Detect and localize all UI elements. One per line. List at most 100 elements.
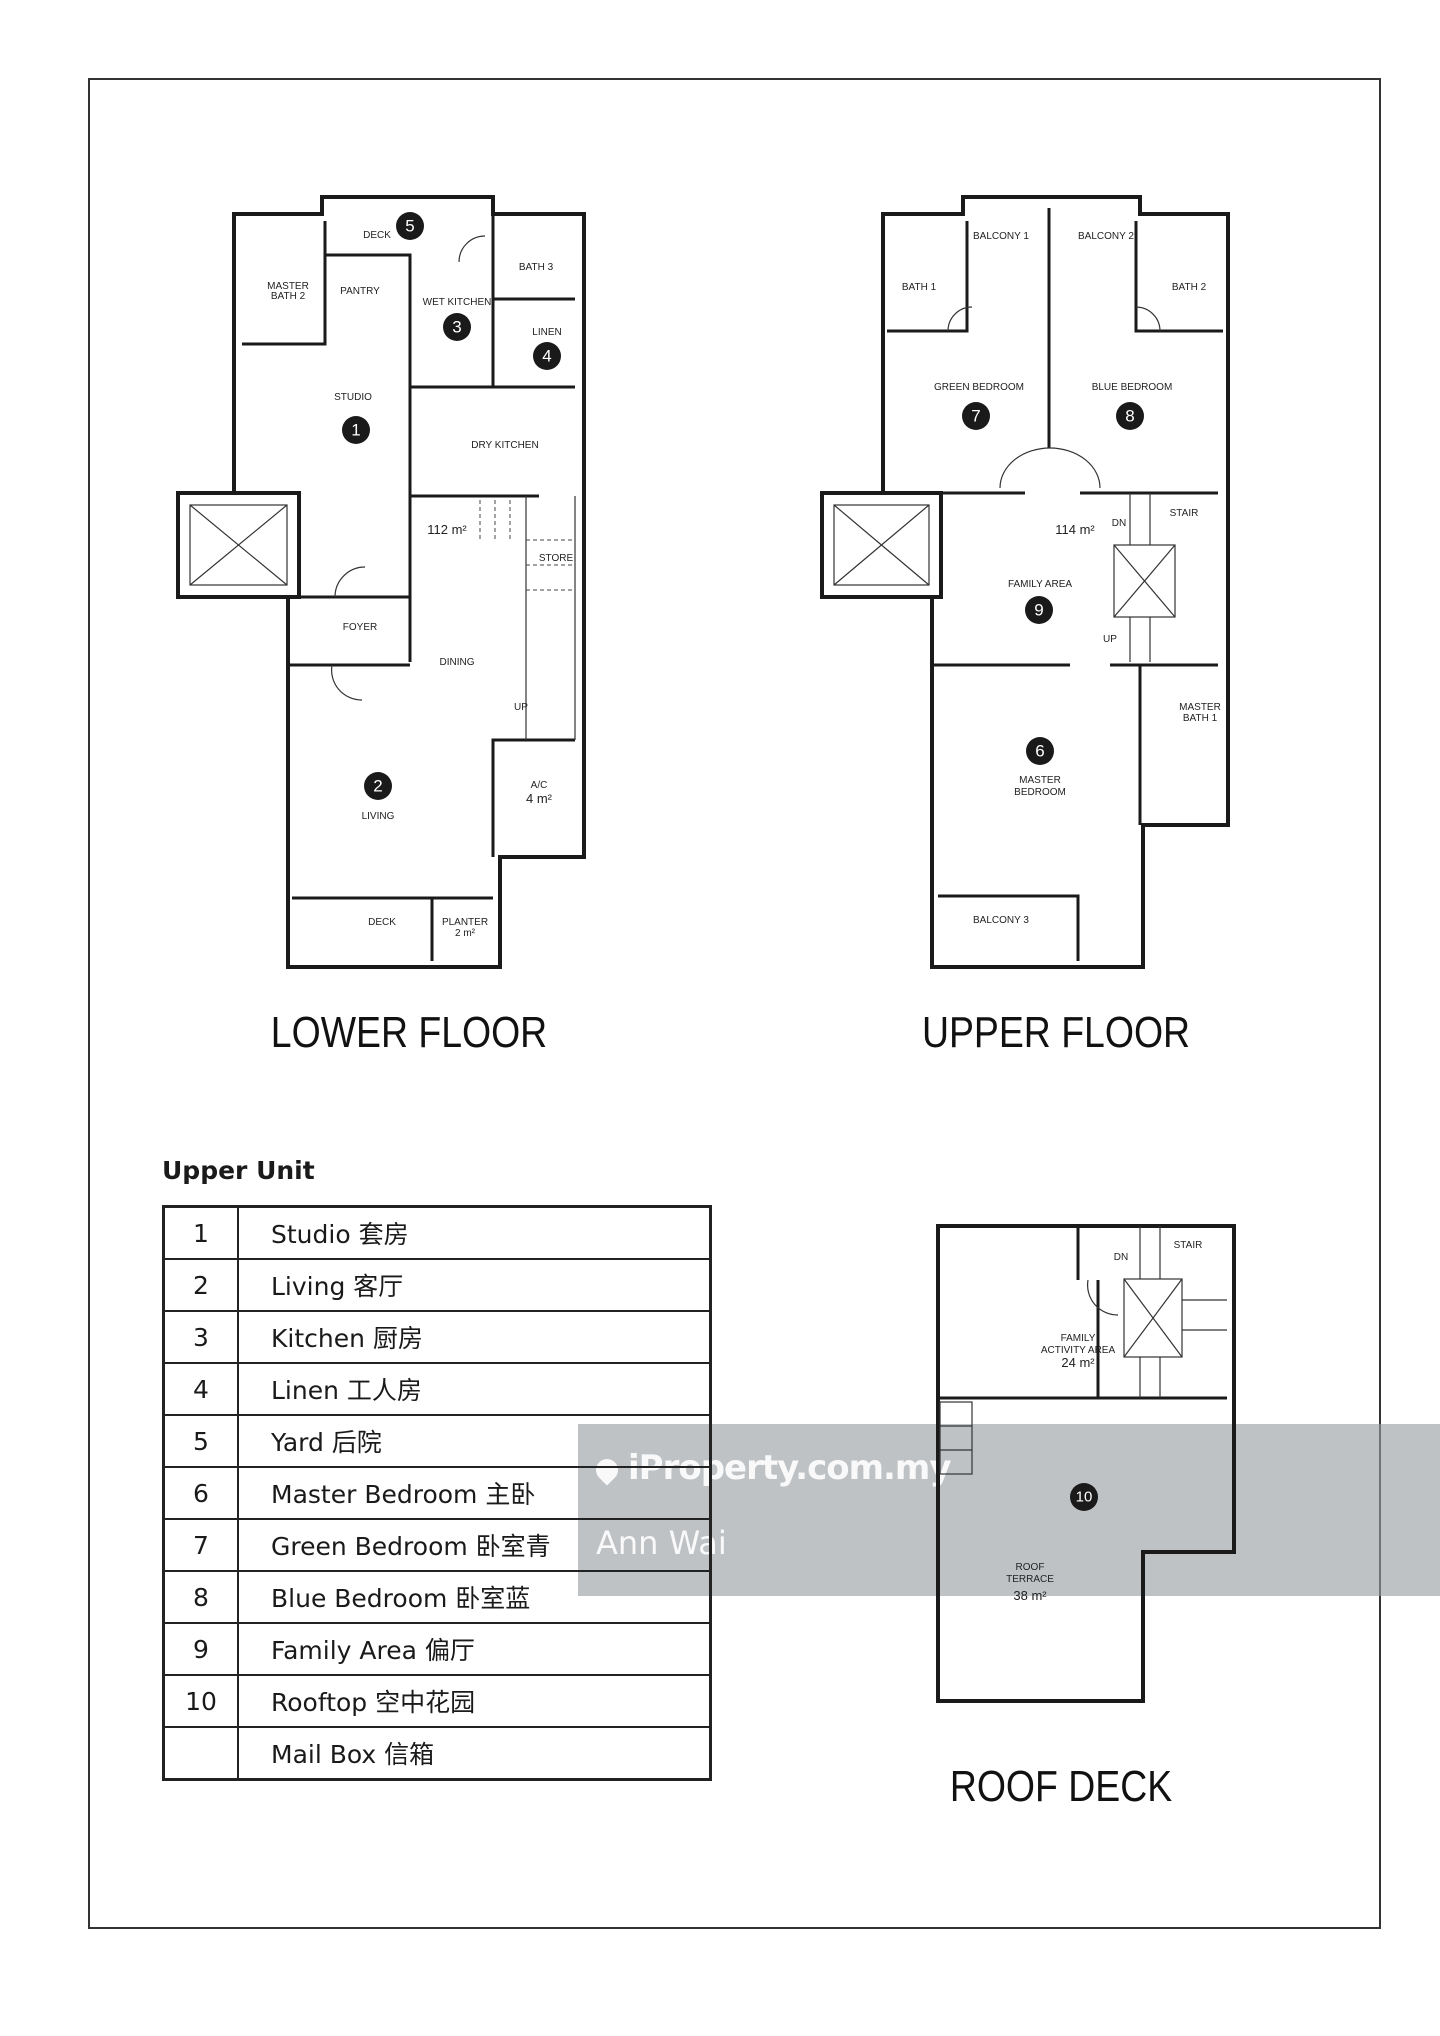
room-marker: 9 xyxy=(1025,596,1053,624)
room-label: DINING xyxy=(440,657,475,668)
room-area: 4 m² xyxy=(526,791,553,806)
legend-label: Living 客厅 xyxy=(237,1258,712,1312)
legend-number: 6 xyxy=(162,1466,239,1520)
legend-label: Yard 后院 xyxy=(237,1414,712,1468)
lower-floor-plan: DECK PANTRY MASTER BATH 2 BATH 3 WET KIT… xyxy=(176,195,586,969)
legend-number: 5 xyxy=(162,1414,239,1468)
svg-text:5: 5 xyxy=(405,217,414,236)
svg-text:7: 7 xyxy=(971,407,980,426)
legend-number: 10 xyxy=(162,1674,239,1728)
svg-text:8: 8 xyxy=(1125,407,1134,426)
mail-box xyxy=(939,1401,973,1475)
room-marker: 10 xyxy=(1070,1483,1098,1511)
legend-number xyxy=(162,1726,239,1781)
room-label: FOYER xyxy=(343,622,377,633)
room-area: 2 m² xyxy=(455,928,476,939)
svg-text:9: 9 xyxy=(1034,601,1043,620)
legend-label: Master Bedroom 主卧 xyxy=(237,1466,712,1520)
room-marker: 4 xyxy=(533,342,561,370)
room-label: PLANTER xyxy=(442,917,488,928)
legend-row: Mail Box 信箱 xyxy=(162,1726,712,1781)
legend-number: 2 xyxy=(162,1258,239,1312)
room-marker: 3 xyxy=(443,313,471,341)
stair-down-label: DN xyxy=(1112,518,1126,529)
room-label: BALCONY 3 xyxy=(973,915,1029,926)
legend-label: Blue Bedroom 卧室蓝 xyxy=(237,1570,712,1624)
room-label: TERRACE xyxy=(1006,1574,1054,1585)
room-marker: 1 xyxy=(342,416,370,444)
svg-text:6: 6 xyxy=(1035,742,1044,761)
room-label: LIVING xyxy=(362,811,395,822)
stair-up-label: UP xyxy=(514,702,528,713)
room-label: DECK xyxy=(368,917,396,928)
room-label: ACTIVITY AREA xyxy=(1041,1345,1116,1356)
room-label: BATH 2 xyxy=(1172,282,1207,293)
room-label: PANTRY xyxy=(340,286,380,297)
page-border xyxy=(88,78,1381,1929)
legend-number: 8 xyxy=(162,1570,239,1624)
room-label: STORE xyxy=(539,553,574,564)
room-area: 24 m² xyxy=(1061,1355,1095,1370)
lift-shaft xyxy=(176,491,301,599)
lower-floor-title: LOWER FLOOR xyxy=(270,1008,548,1057)
legend-label: Kitchen 厨房 xyxy=(237,1310,712,1364)
room-label: DRY KITCHEN xyxy=(471,440,538,451)
svg-text:4: 4 xyxy=(542,347,551,366)
svg-text:10: 10 xyxy=(1076,1489,1093,1506)
room-label: FAMILY xyxy=(1061,1333,1096,1344)
legend-title: Upper Unit xyxy=(162,1156,315,1185)
room-label: WET KITCHEN xyxy=(423,297,492,308)
room-label: BATH 3 xyxy=(519,262,554,273)
room-label: MASTER xyxy=(1179,702,1221,713)
room-label: DECK xyxy=(363,230,391,241)
room-label: BEDROOM xyxy=(1014,787,1066,798)
room-label: STAIR xyxy=(1170,508,1199,519)
svg-text:2: 2 xyxy=(373,777,382,796)
legend-label: Family Area 偏厅 xyxy=(237,1622,712,1676)
room-label: BATH 2 xyxy=(271,291,306,302)
legend-number: 7 xyxy=(162,1518,239,1572)
svg-text:1: 1 xyxy=(351,421,360,440)
upper-floor-plan: BALCONY 1 BALCONY 2 BATH 1 BATH 2 GREEN … xyxy=(820,195,1230,969)
room-label: STUDIO xyxy=(334,392,372,403)
room-marker: 5 xyxy=(396,212,424,240)
legend-label: Linen 工人房 xyxy=(237,1362,712,1416)
room-label: MASTER xyxy=(1019,775,1061,786)
room-marker: 8 xyxy=(1116,402,1144,430)
legend-label: Mail Box 信箱 xyxy=(237,1726,712,1781)
legend-number: 4 xyxy=(162,1362,239,1416)
room-label: BATH 1 xyxy=(902,282,937,293)
room-marker: 6 xyxy=(1026,737,1054,765)
legend-label: Green Bedroom 卧室青 xyxy=(237,1518,712,1572)
room-marker: 2 xyxy=(364,772,392,800)
room-marker: 7 xyxy=(962,402,990,430)
room-label: LINEN xyxy=(532,327,561,338)
room-label: MASTER xyxy=(267,281,309,292)
room-label: BATH 1 xyxy=(1183,713,1218,724)
legend-number: 1 xyxy=(162,1205,239,1260)
lift-shaft xyxy=(820,491,943,599)
room-label: ROOF xyxy=(1016,1562,1045,1573)
room-label: BLUE BEDROOM xyxy=(1092,382,1173,393)
roof-deck-title: ROOF DECK xyxy=(949,1762,1173,1811)
room-label: A/C xyxy=(531,780,548,791)
floor-area: 112 m² xyxy=(427,522,467,537)
svg-text:3: 3 xyxy=(452,318,461,337)
room-label: GREEN BEDROOM xyxy=(934,382,1024,393)
room-label: FAMILY AREA xyxy=(1008,579,1072,590)
stair-down-label: DN xyxy=(1114,1252,1128,1263)
stair-up-label: UP xyxy=(1103,634,1117,645)
room-label: BALCONY 2 xyxy=(1078,231,1134,242)
room-area: 38 m² xyxy=(1013,1588,1047,1603)
